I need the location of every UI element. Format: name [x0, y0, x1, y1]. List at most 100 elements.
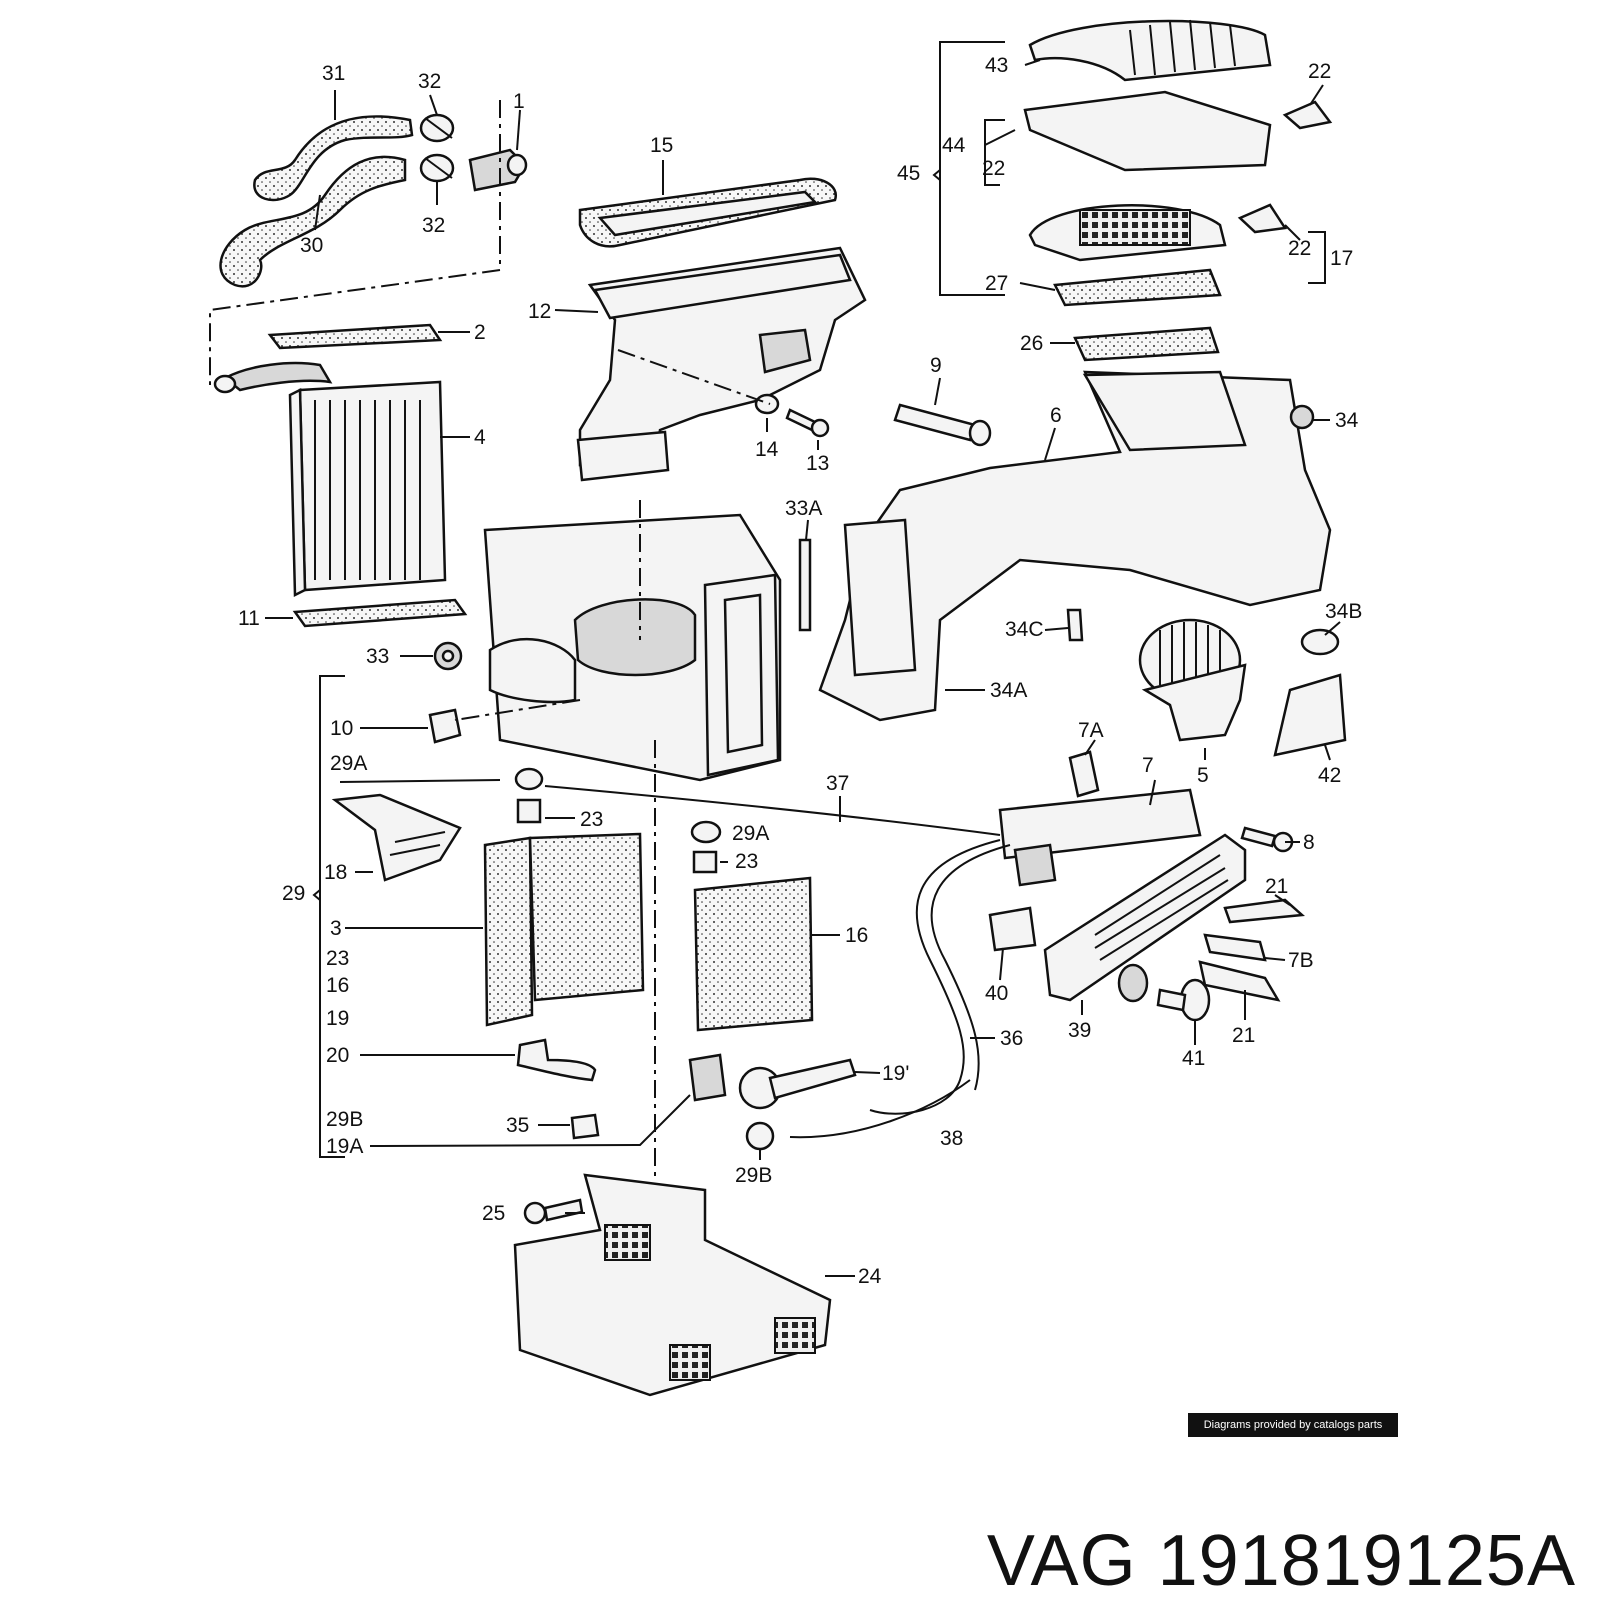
- heater-hose-31: [253, 115, 414, 202]
- callout-41: 41: [1182, 1047, 1205, 1070]
- callout-21-upper: 21: [1265, 875, 1288, 898]
- callout-29b-list: 29B: [326, 1108, 363, 1131]
- callout-22-filter: 22: [1288, 237, 1311, 260]
- callout-29b-bottom: 29B: [735, 1164, 772, 1187]
- blower-motor-5: [1138, 618, 1247, 742]
- callout-30: 30: [300, 234, 323, 257]
- rear-duct-24: [513, 1173, 832, 1397]
- callout-7a: 7A: [1078, 719, 1104, 742]
- callout-39: 39: [1068, 1019, 1091, 1042]
- callout-33: 33: [366, 645, 389, 668]
- heater-housing: [483, 513, 782, 782]
- callout-31: 31: [322, 62, 345, 85]
- seal-2: [267, 323, 443, 350]
- gasket-26: [1073, 326, 1220, 362]
- gasket-27: [1053, 268, 1222, 307]
- callout-40: 40: [985, 982, 1008, 1005]
- cable-37: [544, 785, 1001, 836]
- slider-knob-21-upper: [1223, 898, 1305, 924]
- callout-11: 11: [238, 607, 260, 630]
- callout-27: 27: [985, 272, 1008, 295]
- lever-18: [331, 793, 462, 882]
- hose-clamp-32-upper: [419, 113, 455, 143]
- callout-25: 25: [482, 1202, 505, 1225]
- bracket-7a: [1068, 750, 1100, 798]
- callout-19a: 19A: [326, 1135, 363, 1158]
- callout-6: 6: [1050, 404, 1062, 427]
- clip-33a: [798, 538, 812, 632]
- control-panel-39: [1043, 833, 1247, 1002]
- callout-34a: 34A: [990, 679, 1027, 702]
- tray-44: [1023, 90, 1272, 172]
- bolt-9: [893, 403, 992, 447]
- diagram-credit-label: Diagrams provided by catalogs parts: [1188, 1413, 1398, 1437]
- callout-13: 13: [806, 452, 829, 475]
- callout-37: 37: [826, 772, 849, 795]
- callout-22-tray: 22: [982, 157, 1005, 180]
- callout-45: 45: [897, 162, 920, 185]
- filter-17: [1028, 204, 1227, 262]
- gear-lever-19: [738, 1058, 857, 1110]
- lever-20: [516, 1038, 597, 1082]
- callout-42: 42: [1318, 764, 1341, 787]
- heater-hose-30: [219, 155, 407, 288]
- gasket-15: [578, 177, 837, 248]
- air-duct-12: [576, 246, 867, 482]
- cap-23-middle: [692, 850, 718, 874]
- callout-18: 18: [324, 861, 347, 884]
- callout-12: 12: [528, 300, 551, 323]
- callout-5: 5: [1197, 764, 1209, 787]
- callout-2: 2: [474, 321, 486, 344]
- callout-3: 3: [330, 917, 342, 940]
- resistor-42: [1273, 673, 1347, 757]
- screw-13: [785, 408, 830, 438]
- clip-10: [428, 708, 462, 744]
- callout-21-lower: 21: [1232, 1024, 1255, 1047]
- callout-43: 43: [985, 54, 1008, 77]
- flap-3: [483, 832, 645, 1027]
- screw-25: [523, 1198, 584, 1225]
- callout-labels: 31 32 1 30 32 15 12 2 4 14 13 11 33 10 2…: [238, 54, 1362, 1288]
- grommet-1: [468, 148, 528, 192]
- slider-knob-7b: [1203, 933, 1267, 962]
- callout-38: 38: [940, 1127, 963, 1150]
- callout-32-lower: 32: [422, 214, 445, 237]
- callout-23-upper: 23: [580, 808, 603, 831]
- screw-34c: [1066, 608, 1084, 642]
- knob-disc: [1117, 963, 1149, 1003]
- callout-17: 17: [1330, 247, 1353, 270]
- callout-29: 29: [282, 882, 305, 905]
- callout-26: 26: [1020, 332, 1043, 355]
- seal-29a-middle: [690, 820, 722, 844]
- callout-36: 36: [1000, 1027, 1023, 1050]
- leader-lines: [265, 59, 1341, 1277]
- switch-40: [988, 906, 1037, 952]
- callout-19-list: 19: [326, 1007, 349, 1030]
- cable-38: [789, 1079, 971, 1139]
- washer-14: [754, 393, 780, 415]
- knob-41: [1156, 978, 1211, 1022]
- bushing-29b: [745, 1121, 775, 1151]
- callout-34: 34: [1335, 409, 1359, 432]
- callout-19-prime: 19': [882, 1062, 909, 1085]
- cable-36: [869, 839, 1011, 1115]
- callout-7b: 7B: [1288, 949, 1314, 972]
- callout-29a-middle: 29A: [732, 822, 769, 845]
- callout-35: 35: [506, 1114, 529, 1137]
- callout-23-middle: 23: [735, 850, 758, 873]
- callout-16: 16: [845, 924, 868, 947]
- clip-35: [570, 1113, 600, 1140]
- grille-43: [1028, 19, 1272, 82]
- callout-14: 14: [755, 438, 779, 461]
- screw-8: [1240, 826, 1294, 853]
- nut-34: [1289, 404, 1315, 430]
- callout-15: 15: [650, 134, 673, 157]
- callout-10: 10: [330, 717, 353, 740]
- cap-23-upper: [516, 798, 542, 824]
- callout-24: 24: [858, 1265, 882, 1288]
- part-number-title: VAG 191819125A: [986, 1521, 1576, 1601]
- callout-9: 9: [930, 354, 942, 377]
- seal-29a-upper: [514, 767, 544, 791]
- slider-knob-21-lower: [1198, 960, 1281, 1002]
